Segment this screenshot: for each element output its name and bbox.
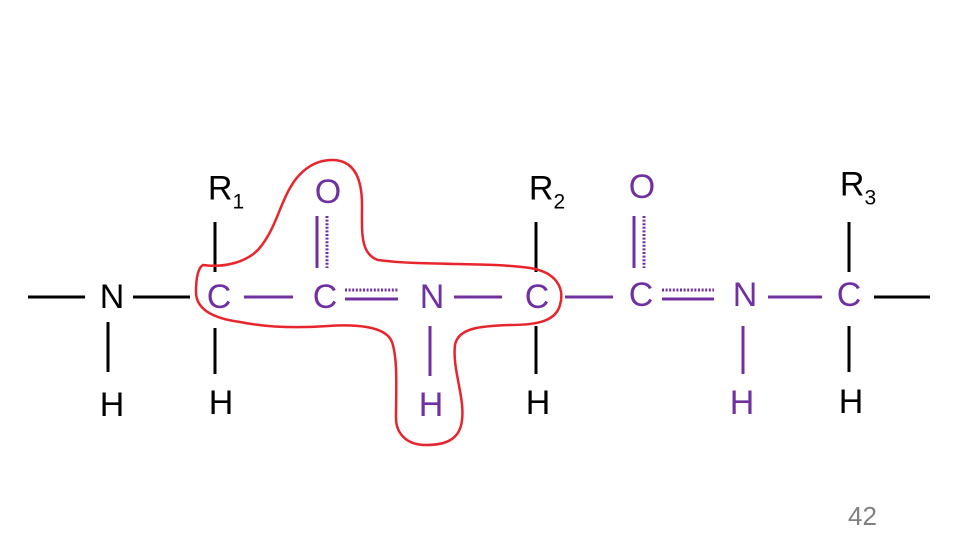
atom-r2: R2 bbox=[529, 171, 565, 212]
atom-n1: N bbox=[99, 278, 125, 316]
r3-label: R bbox=[839, 165, 865, 204]
highlight-outline bbox=[194, 158, 563, 447]
atom-c-carbonyl2: C bbox=[628, 276, 654, 314]
atom-h-n2: H bbox=[418, 386, 444, 424]
atom-h-ca2: H bbox=[525, 384, 551, 422]
atom-n2: N bbox=[419, 278, 445, 316]
atom-o1: O bbox=[314, 173, 342, 211]
r2-label: R bbox=[528, 169, 554, 208]
atom-h-ca1: H bbox=[208, 384, 234, 422]
atom-c-carbonyl1: C bbox=[312, 278, 338, 316]
atom-n3: N bbox=[732, 276, 758, 314]
atom-o2: O bbox=[628, 168, 656, 206]
atom-c-alpha3: C bbox=[836, 276, 862, 314]
atom-h-ca3: H bbox=[838, 383, 864, 421]
atom-h-n1: H bbox=[99, 386, 125, 424]
r1-label: R bbox=[207, 169, 233, 208]
r2-subscript: 2 bbox=[553, 190, 566, 214]
r1-subscript: 1 bbox=[232, 190, 245, 214]
atom-h-n3: H bbox=[729, 384, 755, 422]
atom-c-alpha2: C bbox=[524, 278, 550, 316]
r3-subscript: 3 bbox=[864, 186, 877, 210]
atom-c-alpha1: C bbox=[206, 278, 232, 316]
atom-r1: R1 bbox=[208, 171, 244, 212]
page-number: 42 bbox=[848, 501, 877, 531]
atom-r3: R3 bbox=[840, 167, 876, 208]
